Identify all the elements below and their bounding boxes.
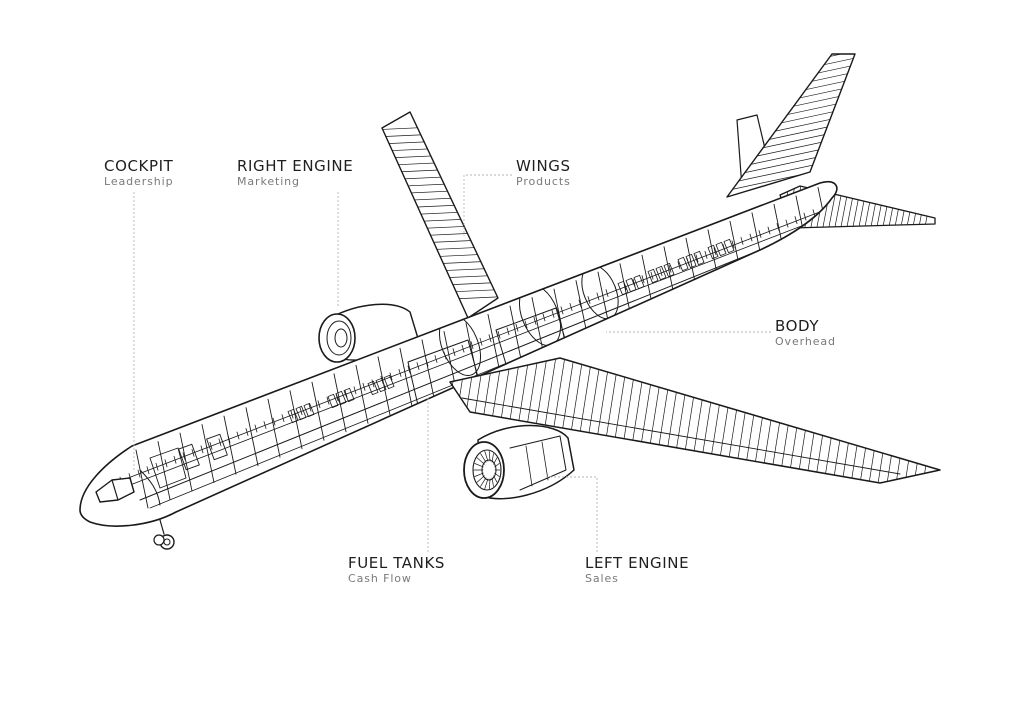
callout-left-engine: LEFT ENGINE Sales <box>585 555 689 586</box>
callout-leader-lines <box>133 174 771 552</box>
callout-right-engine: RIGHT ENGINE Marketing <box>237 158 353 189</box>
callout-body: BODY Overhead <box>775 318 836 349</box>
callout-left-engine-subtitle: Sales <box>585 572 619 585</box>
left-engine <box>463 424 575 500</box>
callout-body-subtitle: Overhead <box>775 335 836 348</box>
callout-fuel-tanks: FUEL TANKS Cash Flow <box>348 555 445 586</box>
leader-wings <box>463 174 512 236</box>
callout-cockpit: COCKPIT Leadership <box>104 158 173 189</box>
callout-wings-subtitle: Products <box>516 175 571 188</box>
callout-wings: WINGS Products <box>516 158 571 189</box>
callout-fuel-tanks-title: FUEL TANKS <box>348 554 446 572</box>
callout-cockpit-subtitle: Leadership <box>104 175 174 188</box>
nose-landing-gear <box>153 519 175 550</box>
callout-right-engine-subtitle: Marketing <box>237 175 300 188</box>
callout-wings-title: WINGS <box>516 157 571 175</box>
callout-fuel-tanks-subtitle: Cash Flow <box>348 572 412 585</box>
callout-left-engine-title: LEFT ENGINE <box>585 554 690 572</box>
leader-left-engine <box>545 476 598 552</box>
callout-cockpit-title: COCKPIT <box>104 157 174 175</box>
vertical-stabilizer <box>726 53 856 198</box>
cockpit <box>95 433 228 506</box>
callout-body-title: BODY <box>775 317 820 335</box>
callout-right-engine-title: RIGHT ENGINE <box>237 157 354 175</box>
right-wing <box>381 111 499 319</box>
